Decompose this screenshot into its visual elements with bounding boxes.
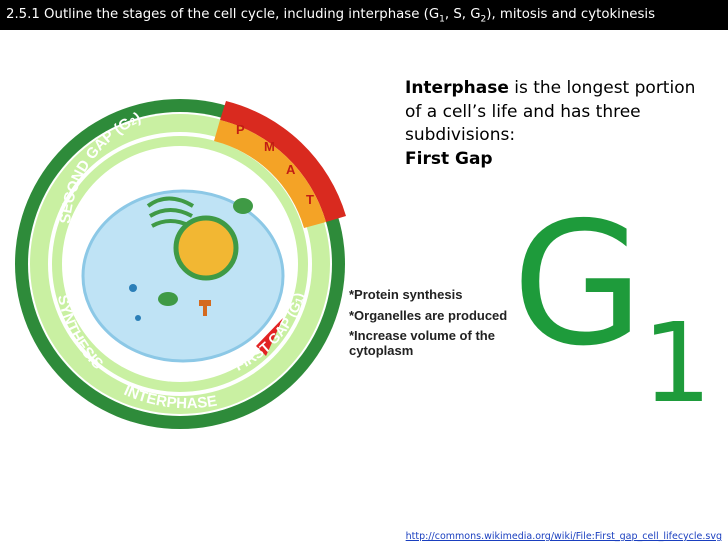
interphase-description: Interphase is the longest portion of a c…: [405, 77, 705, 171]
centrosome-organelle: [199, 300, 211, 306]
mitochondrion-organelle-2: [158, 292, 178, 306]
first-gap-heading: First Gap: [405, 148, 493, 169]
title-text: 2.5.1 Outline the stages of the cell cyc…: [6, 7, 440, 22]
g1-big-subscript: 1: [642, 299, 712, 427]
label-anaphase: A: [286, 162, 296, 177]
title-sub-1: 1: [439, 14, 445, 25]
cell-cytoplasm: [81, 189, 285, 363]
g1-pointer-arrow: [256, 318, 283, 356]
cell-cycle-graphic: SECOND GAP (G2) MITOTIC PHASE SYNTHESIS …: [15, 88, 346, 429]
title-text-end: ), mitosis and cytokinesis: [486, 7, 656, 22]
note-organelles: *Organelles are produced: [349, 307, 508, 323]
source-link[interactable]: http://commons.wikimedia.org/wiki/File:F…: [405, 531, 722, 542]
mitotic-phase-band: [220, 101, 346, 222]
title-text-mid: , S, G: [444, 7, 481, 22]
label-telophase: T: [306, 192, 314, 207]
interphase-text: is the longest portion of a cell’s life …: [405, 78, 696, 145]
g1-big-letter: G: [512, 186, 644, 384]
vesicle-organelle: [129, 284, 137, 292]
title-sub-2: 2: [480, 14, 487, 25]
note-protein-synthesis: *Protein synthesis: [349, 287, 463, 302]
note-cytoplasm: *Increase volume of the cytoplasm: [349, 328, 495, 358]
g1-notes: *Protein synthesis *Organelles are produ…: [349, 287, 509, 364]
label-prophase: P: [236, 122, 245, 137]
mitosis-stages-band: [214, 120, 326, 228]
centrosome-organelle-base: [203, 306, 207, 316]
slide-title-bar: 2.5.1 Outline the stages of the cell cyc…: [0, 0, 728, 30]
mitochondrion-organelle: [233, 198, 253, 214]
label-metaphase: M: [264, 139, 275, 154]
nucleus: [173, 215, 239, 281]
cell-cycle-diagram: SECOND GAP (G2) MITOTIC PHASE SYNTHESIS …: [8, 56, 358, 436]
interphase-bold: Interphase: [405, 78, 509, 98]
vesicle-organelle-2: [135, 315, 141, 321]
